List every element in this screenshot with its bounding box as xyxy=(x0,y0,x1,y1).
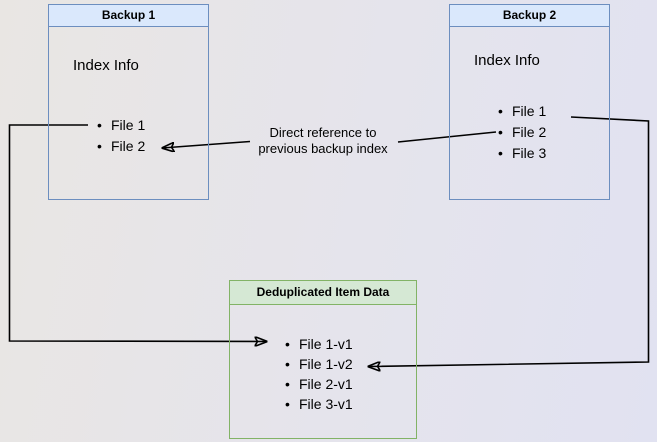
backup1-title: Backup 1 xyxy=(49,5,208,27)
list-item: File 1-v2 xyxy=(285,354,353,374)
dedup-file-list: File 1-v1 File 1-v2 File 2-v1 File 3-v1 xyxy=(285,334,353,414)
annotation-line-1: Direct reference to xyxy=(269,125,377,140)
backup2-index-info-label: Index Info xyxy=(474,52,540,69)
backup2-title: Backup 2 xyxy=(450,5,609,27)
backup1-node: Backup 1 Index Info File 1 File 2 xyxy=(48,4,209,200)
list-item: File 1 xyxy=(97,115,145,136)
backup2-node: Backup 2 Index Info File 1 File 2 File 3 xyxy=(449,4,610,200)
list-item: File 2-v1 xyxy=(285,374,353,394)
backup2-file-list: File 1 File 2 File 3 xyxy=(498,101,546,164)
backup1-file-list: File 1 File 2 xyxy=(97,115,145,157)
list-item: File 1-v1 xyxy=(285,334,353,354)
list-item: File 3 xyxy=(498,143,546,164)
list-item: File 2 xyxy=(498,122,546,143)
list-item: File 2 xyxy=(97,136,145,157)
annotation-line-2: previous backup index xyxy=(258,141,388,156)
list-item: File 1 xyxy=(498,101,546,122)
deduplicated-item-data-node: Deduplicated Item Data File 1-v1 File 1-… xyxy=(229,280,417,439)
backup1-index-info-label: Index Info xyxy=(73,57,139,74)
dedup-title: Deduplicated Item Data xyxy=(230,281,416,305)
direct-reference-annotation: Direct reference to previous backup inde… xyxy=(258,125,387,157)
list-item: File 3-v1 xyxy=(285,394,353,414)
